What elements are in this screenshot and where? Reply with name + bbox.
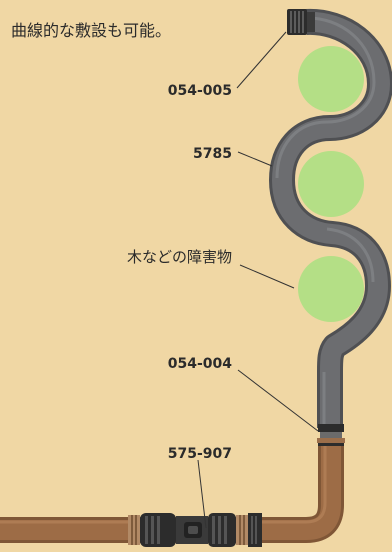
caption-text: 曲線的な敷設も可能。 (11, 21, 171, 40)
label-575-907: 575-907 (168, 446, 232, 462)
top-fitting-054-005 (287, 9, 315, 35)
leader-line-obstacle (239, 264, 295, 289)
obstacle-circle-1 (298, 46, 364, 112)
leader-line-5785 (237, 151, 273, 167)
leader-line-054-004 (237, 369, 319, 432)
leader-line-054-005 (236, 31, 287, 89)
obstacle-circle-3 (298, 256, 364, 322)
connector-575-907 (128, 513, 262, 547)
label-5785: 5785 (193, 146, 232, 162)
bottom-fitting-054-004 (317, 424, 345, 446)
gray-hose (269, 8, 392, 428)
obstacle-circle-2 (298, 151, 364, 217)
label-054-004: 054-004 (168, 356, 233, 372)
label-054-005: 054-005 (168, 83, 232, 99)
brown-hose (0, 440, 344, 543)
leader-line-575-907 (197, 459, 207, 529)
leader-lines (197, 31, 319, 529)
label-obstacle: 木などの障害物 (127, 248, 232, 266)
